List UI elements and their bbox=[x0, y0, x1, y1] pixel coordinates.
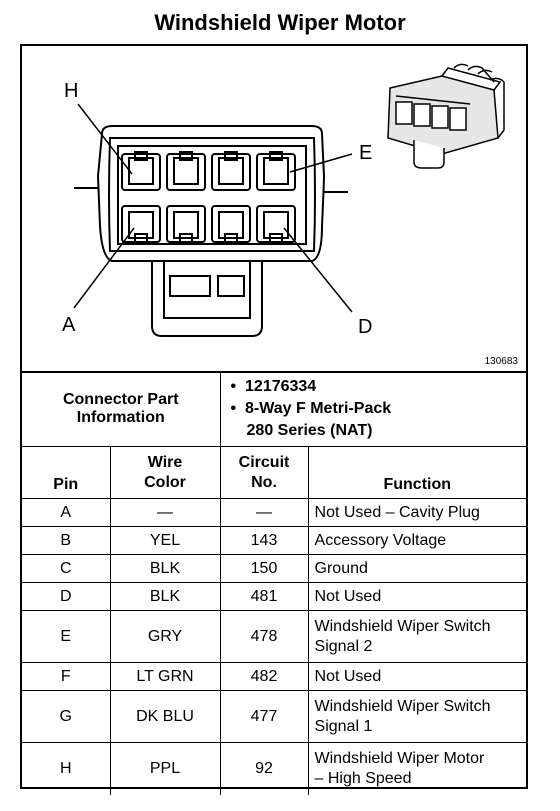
connector-face-illustration bbox=[73, 63, 505, 337]
wire-color-cell: BLK bbox=[109, 582, 221, 611]
pin-cell: A bbox=[22, 498, 111, 527]
function-cell: Windshield Wiper Motor– High Speed bbox=[307, 742, 527, 795]
wire-color-cell: GRY bbox=[109, 610, 221, 663]
wire-color-cell: PPL bbox=[109, 742, 221, 795]
circuit-cell: 143 bbox=[219, 526, 309, 555]
pin-cell: G bbox=[22, 690, 111, 743]
pin-cell: F bbox=[22, 662, 111, 691]
circuit-cell: — bbox=[219, 498, 309, 527]
pin-cell: B bbox=[22, 526, 111, 555]
circuit-cell: 92 bbox=[219, 742, 309, 795]
part-number-line: • 12176334 bbox=[230, 378, 317, 395]
wire-color-cell: — bbox=[109, 498, 221, 527]
description-line: • 8-Way F Metri-Pack bbox=[230, 400, 392, 417]
header-pin: Pin bbox=[22, 446, 111, 499]
pin-label-d: D bbox=[358, 316, 373, 338]
wire-color-cell: DK BLU bbox=[109, 690, 221, 743]
circuit-cell: 478 bbox=[219, 610, 309, 663]
circuit-cell: 477 bbox=[219, 690, 309, 743]
connector-diagram: H E A D 130683 bbox=[22, 46, 526, 373]
table-row: A——Not Used – Cavity Plug bbox=[22, 498, 527, 527]
wire-color-cell: BLK bbox=[109, 554, 221, 583]
pin-cell: H bbox=[22, 742, 111, 795]
circuit-cell: 481 bbox=[219, 582, 309, 611]
pin-label-a: A bbox=[62, 314, 76, 336]
pin-label-e: E bbox=[359, 142, 373, 164]
circuit-cell: 150 bbox=[219, 554, 309, 583]
function-cell: Not Used bbox=[307, 582, 527, 611]
function-cell: Not Used bbox=[307, 662, 527, 691]
pin-cell: D bbox=[22, 582, 111, 611]
pin-cell: C bbox=[22, 554, 111, 583]
wire-color-cell: YEL bbox=[109, 526, 221, 555]
function-cell: Accessory Voltage bbox=[307, 526, 527, 555]
circuit-cell: 482 bbox=[219, 662, 309, 691]
function-cell: Ground bbox=[307, 554, 527, 583]
pin-label-h: H bbox=[64, 80, 79, 102]
connector-3d-view bbox=[387, 63, 505, 169]
wire-color-cell: LT GRN bbox=[109, 662, 221, 691]
figure-number: 130683 bbox=[484, 356, 518, 367]
header-function: Function bbox=[307, 446, 527, 499]
function-cell: Not Used – Cavity Plug bbox=[307, 498, 527, 527]
pin-cell: E bbox=[22, 610, 111, 663]
page-title: Windshield Wiper Motor bbox=[154, 10, 406, 35]
